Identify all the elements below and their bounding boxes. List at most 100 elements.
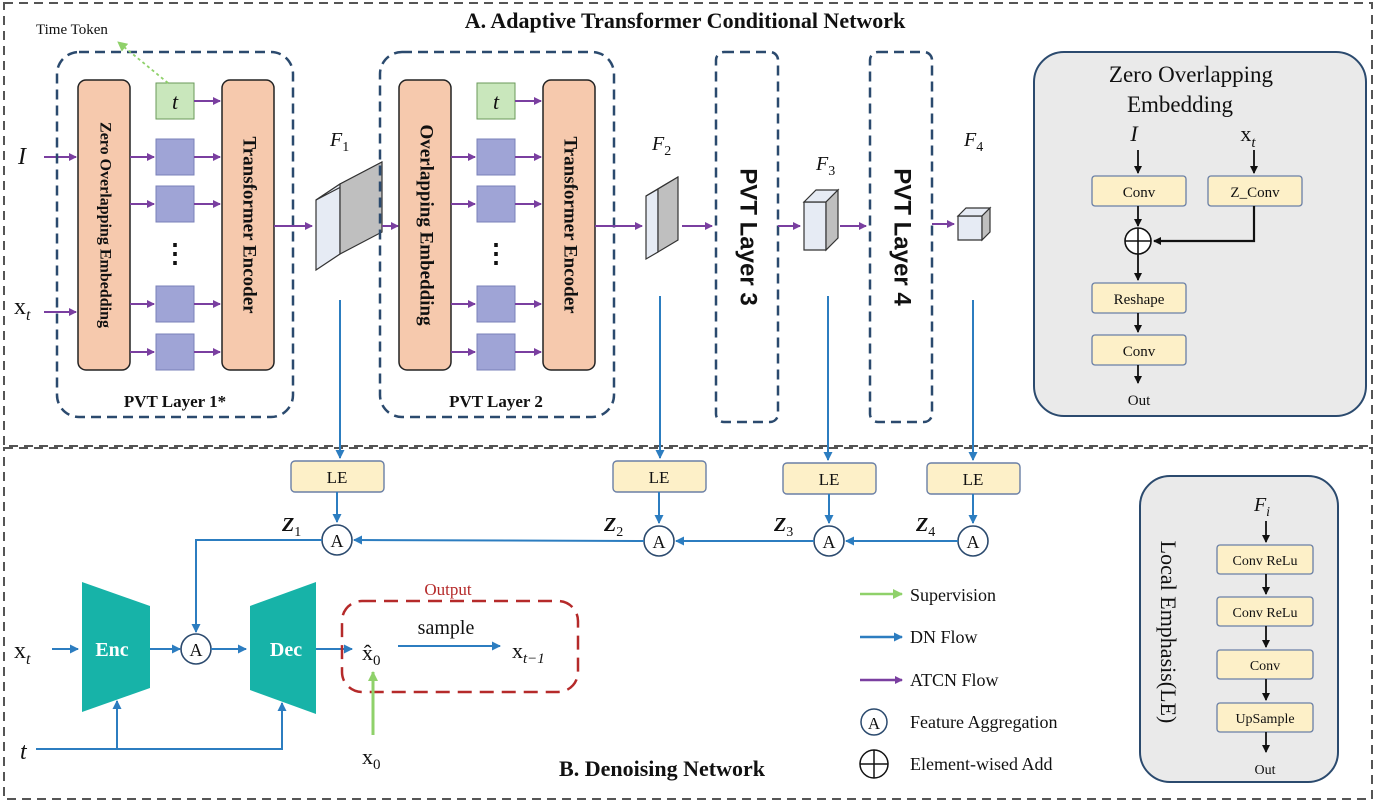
encoder-block: [82, 582, 150, 712]
legend-aggregation-label: Feature Aggregation: [910, 712, 1057, 732]
aggregation-node-1-label: A: [331, 531, 344, 551]
f3-label: F3: [815, 153, 835, 179]
sample-label: sample: [418, 617, 475, 639]
le-panel-title: Local Emphasis(LE): [1156, 541, 1181, 724]
feature-map-f2: [645, 175, 679, 261]
zero-overlapping-embedding-label: Zero Overlapping Embedding: [96, 122, 113, 328]
section-a-frame: [3, 2, 1373, 447]
le-step-2-label: Conv ReLu: [1233, 606, 1298, 621]
overlapping-embedding-label: Overlapping Embedding: [416, 124, 437, 326]
legend-dn-flow-label: DN Flow: [910, 627, 978, 647]
output-label: Output: [424, 580, 472, 599]
feature-map-f1: [315, 161, 383, 272]
zoe-input-xt: xt: [1240, 121, 1256, 151]
zoe-title-line2: Embedding: [1127, 92, 1234, 117]
legend-add-icon: [859, 749, 889, 779]
pvt-layer-4-label: PVT Layer 4: [889, 168, 916, 306]
section-b-frame: [3, 447, 1373, 800]
zoe-panel: [1033, 51, 1367, 417]
zoe-conv-label: Conv: [1123, 185, 1156, 201]
z2-label: Z2: [603, 514, 623, 540]
zoe-reshape-label: Reshape: [1114, 292, 1165, 308]
time-token-1-box: [155, 82, 195, 120]
legend-aggregation-symbol: A: [868, 714, 881, 733]
aggregation-node-3-label: A: [823, 532, 836, 552]
patch-ellipsis-2: ⋮: [483, 239, 509, 268]
zoe-input-i: I: [1129, 121, 1139, 146]
section-a-title: A. Adaptive Transformer Conditional Netw…: [465, 8, 906, 33]
decoder-block: [250, 582, 316, 714]
patch-group-1: [130, 138, 221, 371]
le-step-1-label: Conv ReLu: [1233, 554, 1298, 569]
time-token-2-box: [476, 82, 516, 120]
feature-map-f4: [956, 206, 992, 242]
zoe-zconv-label: Z_Conv: [1230, 185, 1280, 201]
f4-label: F4: [963, 129, 983, 155]
overlapping-embedding-block: [398, 79, 452, 371]
zoe-conv-box: [1091, 175, 1187, 207]
zoe-arrow-zconv-add: [1153, 206, 1256, 245]
zero-overlapping-embedding-block: [77, 79, 131, 371]
encoder-label: Enc: [95, 639, 128, 661]
zoe-add-icon: [1124, 227, 1152, 255]
x0-hat-label: x̂0: [362, 640, 381, 669]
input-xt-label: xt: [14, 294, 31, 324]
legend-supervision-label: Supervision: [910, 585, 996, 605]
aggregation-node-2-label: A: [653, 532, 666, 552]
time-token-1-label: t: [172, 89, 179, 114]
z3-label: Z3: [773, 514, 793, 540]
le-step-3-label: Conv: [1250, 659, 1280, 674]
aggregation-node-4-label: A: [967, 532, 980, 552]
decoder-label: Dec: [270, 639, 302, 661]
le-panel-input: Fi: [1253, 494, 1270, 520]
z1-label: Z1: [281, 514, 301, 540]
dn-input-t: t: [20, 739, 28, 765]
bottleneck-aggregation-label: A: [190, 640, 203, 660]
legend: Supervision DN Flow ATCN Flow A Feature …: [859, 585, 1057, 779]
pvt-layer-4-frame: [868, 50, 934, 424]
le-label-4: LE: [963, 470, 984, 489]
pvt-layer-1-caption: PVT Layer 1*: [124, 392, 226, 411]
output-frame: [340, 599, 580, 694]
zoe-conv2-label: Conv: [1123, 344, 1156, 360]
f2-label: F2: [651, 133, 671, 159]
le-label-3: LE: [819, 470, 840, 489]
time-token-2-label: t: [493, 89, 500, 114]
time-token-pointer: [117, 41, 169, 84]
input-image-label: I: [17, 144, 27, 170]
le-step-2-box: [1216, 596, 1314, 627]
pvt-layer-3-frame: [714, 50, 780, 424]
transformer-encoder-2-label: Transformer Encoder: [560, 136, 581, 314]
legend-aggregation-icon: [860, 708, 888, 736]
le-step-1-box: [1216, 544, 1314, 575]
pvt-layer-2-caption: PVT Layer 2: [449, 392, 543, 411]
f1-label: F1: [329, 129, 349, 155]
legend-add-label: Element-wised Add: [910, 754, 1052, 774]
time-token-caption: Time Token: [36, 22, 108, 38]
transformer-encoder-1-label: Transformer Encoder: [239, 136, 260, 314]
le-label-2: LE: [649, 468, 670, 487]
pvt-layer-3-label: PVT Layer 3: [735, 168, 762, 305]
le-step-3-box: [1216, 649, 1314, 680]
le-step-4-box: [1216, 702, 1314, 733]
feature-map-f3: [802, 188, 840, 252]
zoe-conv2-box: [1091, 334, 1187, 366]
patch-ellipsis-1: ⋮: [162, 239, 188, 268]
zoe-reshape-box: [1091, 282, 1187, 314]
section-b-title: B. Denoising Network: [559, 756, 766, 781]
flow-a2-a1: [353, 535, 645, 545]
le-label-1: LE: [327, 468, 348, 487]
legend-atcn-flow-label: ATCN Flow: [910, 670, 999, 690]
dn-input-xt: xt: [14, 638, 31, 668]
pvt-layer-1-frame: [55, 50, 295, 419]
x-t-minus-1-label: xt−1: [512, 638, 545, 667]
le-panel-out: Out: [1255, 763, 1276, 778]
flow-t-dec: [36, 702, 287, 750]
le-step-4-label: UpSample: [1235, 712, 1294, 727]
patch-group-2: [451, 138, 542, 371]
x0-gt-label: x0: [362, 744, 381, 773]
flow-a1-bottleneck: [191, 539, 322, 633]
zoe-out-label: Out: [1128, 393, 1151, 409]
